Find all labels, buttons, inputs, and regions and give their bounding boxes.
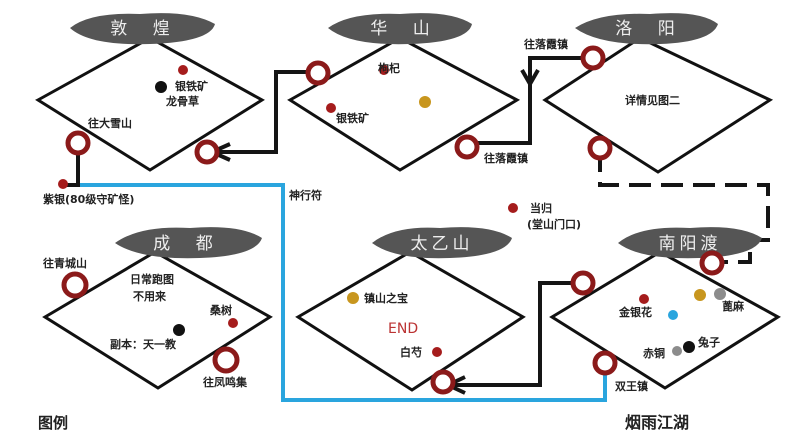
label: 往落霞镇 bbox=[524, 37, 568, 51]
label: 银铁矿 bbox=[336, 111, 369, 125]
label: 兔子 bbox=[697, 335, 720, 349]
label: 往落霞镇 bbox=[484, 151, 528, 165]
legend-heading: 图例 bbox=[38, 414, 68, 432]
label: 详情见图二 bbox=[625, 93, 680, 107]
route-luoyang-huashan bbox=[467, 56, 593, 145]
label: 紫银(80级守矿怪) bbox=[43, 192, 134, 206]
region-nanyang[interactable] bbox=[549, 250, 781, 390]
label: 桑树 bbox=[209, 303, 232, 317]
label: 往凤鸣集 bbox=[203, 375, 248, 389]
label: (堂山门口) bbox=[527, 217, 581, 231]
label: 神行符 bbox=[289, 188, 322, 202]
svg-text:敦 煌: 敦 煌 bbox=[110, 19, 179, 39]
portal-icon[interactable] bbox=[61, 45, 725, 395]
label: 枸杞 bbox=[378, 61, 400, 75]
banner-nanyang: 南阳渡 bbox=[618, 227, 762, 259]
label: 双王镇 bbox=[615, 379, 648, 393]
region-chengdu[interactable] bbox=[42, 250, 273, 390]
route-luoyang-nanyang-dashed bbox=[598, 150, 770, 264]
banner-dunhuang: 敦 煌 bbox=[70, 13, 215, 45]
banner-taiyi: 太乙山 bbox=[372, 227, 512, 259]
label: 白芍 bbox=[400, 345, 422, 359]
region-dunhuang[interactable] bbox=[35, 36, 265, 172]
label: 当归 bbox=[530, 201, 552, 215]
label: 镇山之宝 bbox=[364, 291, 408, 305]
teleport-route bbox=[78, 183, 607, 402]
end-marker: END bbox=[388, 321, 418, 337]
label: 银铁矿 bbox=[175, 79, 208, 93]
label: 龙骨草 bbox=[165, 94, 199, 108]
label: 副本：天一教 bbox=[110, 337, 177, 351]
svg-text:华 山: 华 山 bbox=[370, 19, 439, 39]
region-taiyi[interactable] bbox=[295, 250, 526, 392]
banner-chengdu: 成 都 bbox=[115, 227, 262, 259]
label: 日常跑图 bbox=[130, 272, 174, 286]
banner-huashan: 华 山 bbox=[328, 13, 472, 45]
svg-text:南阳渡: 南阳渡 bbox=[659, 234, 722, 254]
region-luoyang[interactable] bbox=[542, 36, 774, 174]
label: 往大雪山 bbox=[88, 116, 132, 130]
route-dunhuang-down bbox=[66, 145, 80, 187]
label: 往青城山 bbox=[43, 256, 87, 270]
label: 不用来 bbox=[133, 289, 167, 303]
resource-dots bbox=[58, 65, 726, 357]
banner-luoyang: 洛 阳 bbox=[575, 13, 718, 45]
svg-text:成 都: 成 都 bbox=[153, 234, 222, 254]
svg-text:洛 阳: 洛 阳 bbox=[615, 19, 684, 39]
label: 金银花 bbox=[618, 305, 652, 319]
svg-text:太乙山: 太乙山 bbox=[411, 234, 474, 254]
region-huashan[interactable] bbox=[287, 36, 521, 172]
brand-text: 烟雨江湖 bbox=[625, 413, 689, 432]
label: 蓖麻 bbox=[722, 299, 745, 313]
label: 赤铜 bbox=[643, 346, 665, 360]
